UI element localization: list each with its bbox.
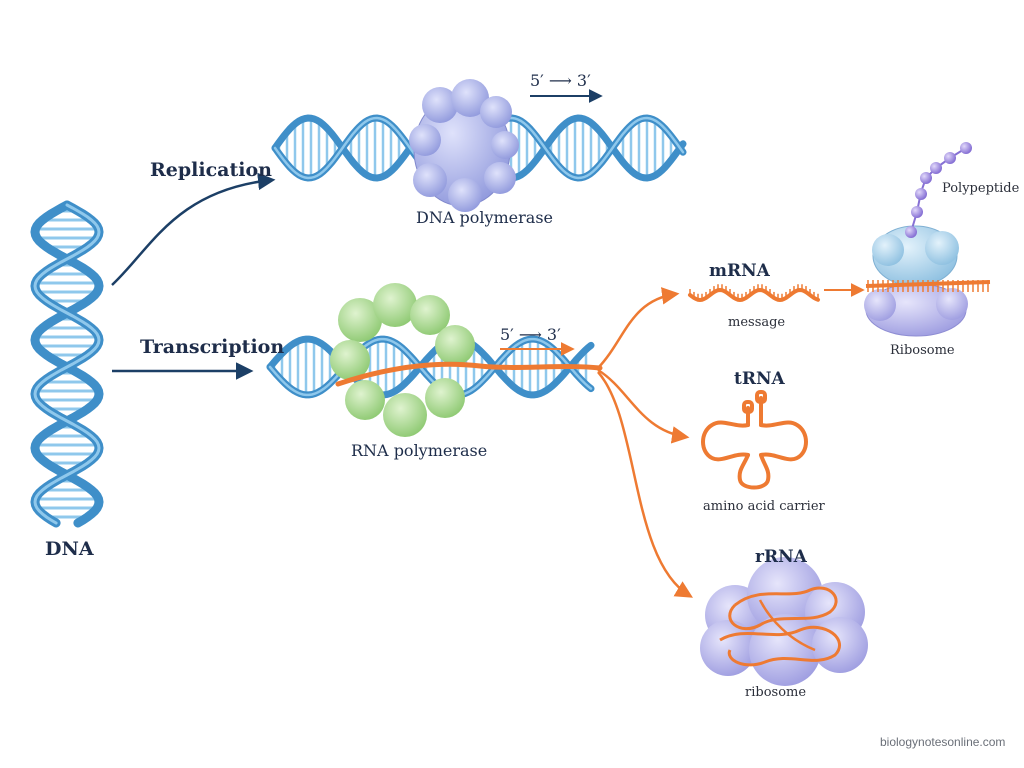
dna-polymerase-label: DNA polymerase [416, 208, 554, 227]
dna-polymerase-enzyme [409, 79, 519, 212]
rrna-ribosome [700, 557, 868, 686]
dna-label: DNA [45, 538, 94, 560]
replication-label: Replication [150, 159, 272, 181]
transcription-label: Transcription [140, 336, 285, 358]
replication-arrow [111, 172, 276, 286]
direction-label-top: 5′ ⟶ 3′ [530, 71, 591, 90]
arrow-to-trna [597, 368, 690, 444]
arrow-to-rrna [597, 371, 693, 598]
arrow-to-mrna [597, 287, 680, 369]
rrna-label: rRNA [755, 547, 807, 567]
mrna-strand [688, 284, 820, 303]
ribosome-label: Ribosome [890, 343, 955, 358]
rna-polymerase-enzyme [330, 283, 475, 437]
polypeptide-chain [905, 142, 972, 238]
mrna-caption: message [728, 315, 786, 330]
rna-transcript-strand [335, 361, 603, 387]
rrna-caption: ribosome [745, 685, 807, 700]
dna-double-helix-vertical [30, 200, 104, 528]
trna-label: tRNA [734, 369, 785, 389]
polypeptide-label: Polypeptide [942, 181, 1020, 196]
direction-label-mid: 5′ ⟶ 3′ [500, 325, 561, 344]
trna-caption: amino acid carrier [703, 499, 825, 514]
rna-polymerase-label: RNA polymerase [351, 441, 488, 460]
mrna-label: mRNA [709, 261, 770, 281]
trna-cloverleaf [701, 390, 808, 490]
ribosome-translation [864, 225, 991, 337]
site-credit: biologynotesonline.com [880, 735, 1006, 749]
